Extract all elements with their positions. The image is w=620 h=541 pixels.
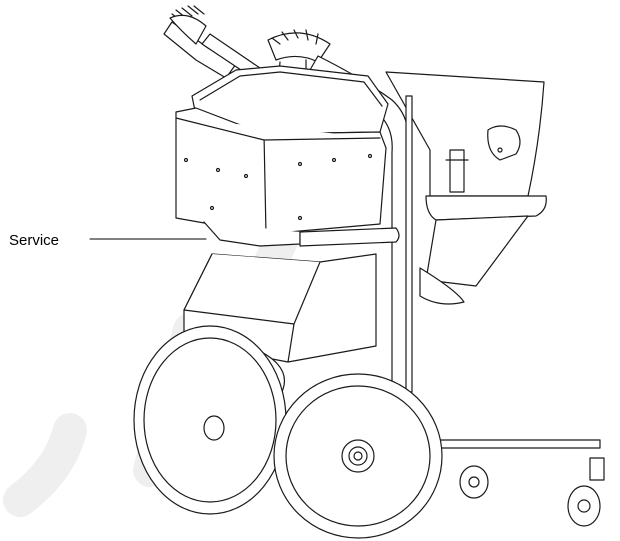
collection-bin — [385, 71, 547, 305]
service-callout-label: Service — [9, 232, 60, 249]
caster-center — [459, 465, 489, 499]
lower-housing — [183, 227, 400, 363]
caster-right — [567, 457, 605, 527]
wheel-rear — [133, 325, 287, 515]
wheel-front — [273, 373, 443, 539]
filter-housing — [175, 65, 389, 247]
hose-left — [163, 5, 261, 79]
